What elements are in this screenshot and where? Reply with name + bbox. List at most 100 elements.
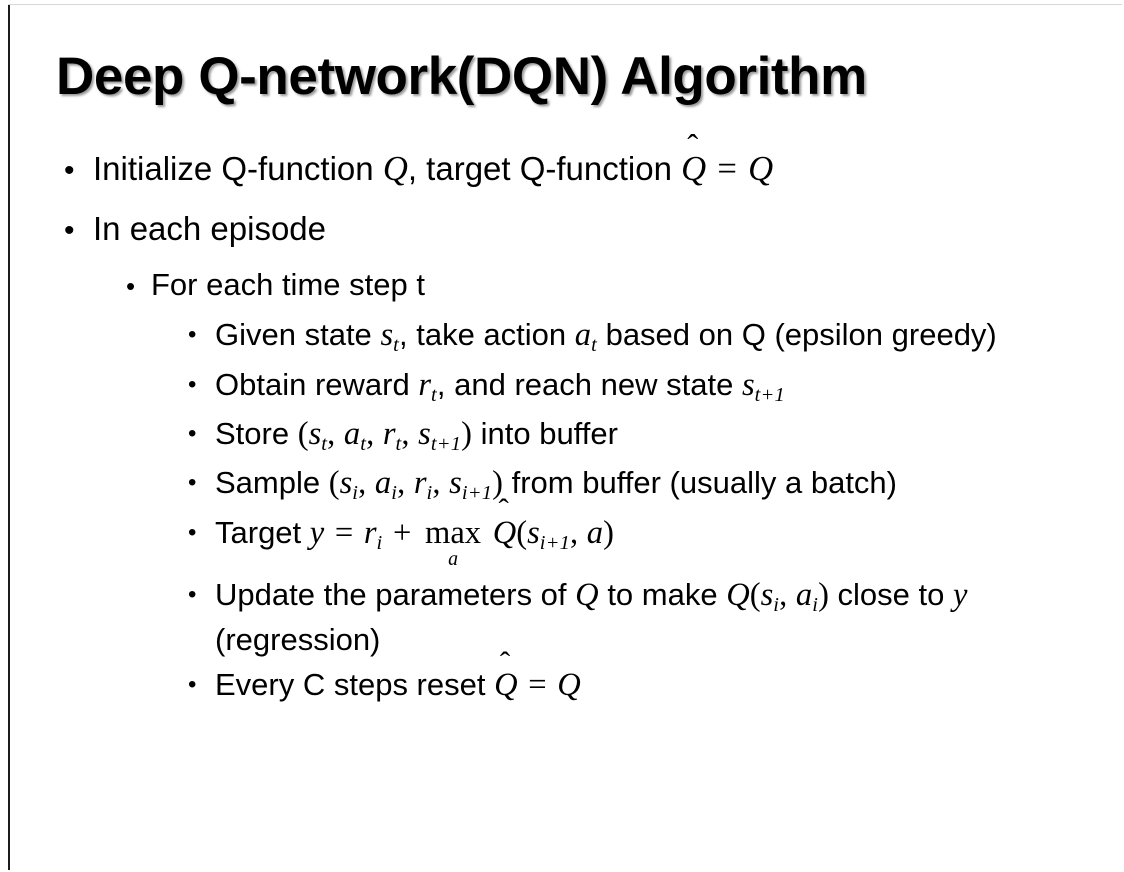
math-var-a: a	[586, 514, 604, 551]
math-var-s: s	[449, 465, 462, 502]
bullet-text-update: Update the parameters of Q to make Q(si,…	[215, 574, 1095, 661]
math-var-s: s	[418, 415, 431, 452]
math-sub-i-plus-1: i+1	[539, 531, 571, 554]
text-fragment: to make	[607, 576, 718, 612]
math-var-q-hat: Q	[493, 512, 517, 555]
math-comma: ,	[397, 465, 406, 502]
math-max-label: max	[425, 514, 482, 551]
list-item: • Initialize Q-function Q, target Q-func…	[0, 148, 1124, 192]
bullet-dot-icon: •	[188, 580, 197, 608]
math-sub-t-plus-1: t+1	[430, 433, 462, 456]
math-var-a: a	[374, 465, 392, 502]
bullet-text-store: Store (st, at, rt, st+1) into buffer	[215, 413, 1095, 458]
math-paren-open: (	[516, 514, 528, 551]
list-item: • For each time step t	[0, 265, 1124, 304]
math-paren-close: )	[461, 415, 472, 452]
math-sub-t: t	[431, 383, 437, 406]
math-var-q-2: Q	[726, 576, 750, 613]
text-fragment: Target	[215, 514, 302, 550]
bullet-text-initialize: Initialize Q-function Q, target Q-functi…	[93, 148, 1124, 192]
bullet-dot-icon: •	[188, 419, 197, 447]
text-fragment: , and reach new state	[436, 366, 734, 402]
math-paren-open: (	[749, 576, 761, 613]
text-fragment: , take action	[399, 317, 567, 353]
bullet-dot-icon: •	[188, 321, 197, 349]
math-var-r: r	[363, 514, 377, 551]
math-var-r: r	[413, 465, 427, 502]
math-var-s: s	[741, 366, 755, 403]
math-var-q: Q	[557, 667, 581, 704]
text-fragment: from buffer (usually a batch)	[511, 465, 897, 501]
math-var-y: y	[953, 576, 968, 613]
math-comma: ,	[401, 415, 410, 452]
bullet-dot-icon: •	[126, 271, 136, 302]
math-var-q: Q	[575, 576, 599, 613]
math-op-equals: =	[528, 667, 547, 704]
text-fragment: into buffer	[480, 415, 618, 451]
text-fragment: , target Q-function	[407, 150, 672, 187]
math-sub-i: i	[391, 482, 398, 505]
math-op-equals: =	[717, 150, 737, 188]
math-var-y: y	[309, 514, 325, 551]
bullet-dot-icon: •	[64, 213, 75, 247]
bullet-text-given-state: Given state st, take action at based on …	[215, 314, 1095, 359]
text-fragment: based on Q (epsilon greedy)	[605, 317, 997, 353]
math-max-limit-a: a	[448, 548, 459, 571]
bullet-dot-icon: •	[188, 671, 197, 699]
math-var-r: r	[418, 366, 432, 403]
math-var-s: s	[527, 514, 540, 551]
text-fragment: Every C steps reset	[215, 667, 486, 703]
math-var-r: r	[382, 415, 396, 452]
list-item: • Obtain reward rt, and reach new state …	[0, 364, 1124, 409]
math-var-s: s	[339, 465, 353, 502]
list-item: • In each episode	[0, 208, 1124, 250]
math-op-plus: +	[393, 514, 412, 551]
text-fragment: Initialize Q-function	[93, 150, 374, 187]
math-sub-t: t	[360, 433, 367, 456]
math-sub-i: i	[773, 594, 780, 617]
math-comma: ,	[432, 465, 441, 502]
bullet-dot-icon: •	[188, 370, 197, 398]
math-var-q: Q	[382, 150, 408, 188]
math-var-q-hat: Q	[681, 148, 706, 192]
math-sub-i: i	[352, 482, 359, 505]
list-item: • Given state st, take action at based o…	[0, 314, 1124, 359]
math-var-s: s	[760, 576, 774, 613]
math-op-equals: =	[334, 514, 354, 551]
math-sub-i-plus-1: i+1	[461, 482, 493, 505]
bullet-text-in-each-episode: In each episode	[93, 209, 327, 247]
math-var-q-2: Q	[748, 150, 774, 188]
math-sub-t: t	[395, 433, 402, 456]
list-item: • Store (st, at, rt, st+1) into buffer	[0, 413, 1124, 458]
bullet-list: • Initialize Q-function Q, target Q-func…	[0, 148, 1124, 712]
math-sub-i: i	[426, 482, 433, 505]
math-comma: ,	[327, 415, 336, 452]
math-sub-t: t	[321, 433, 328, 456]
math-paren-open: (	[328, 465, 340, 502]
bullet-text-obtain-reward: Obtain reward rt, and reach new state st…	[215, 364, 1095, 409]
math-var-q-hat: Q	[494, 664, 518, 707]
math-var-a: a	[795, 576, 813, 613]
math-sub-i: i	[376, 531, 383, 554]
bullet-dot-icon: •	[188, 469, 197, 497]
math-paren-close: )	[603, 514, 614, 551]
bullet-text-for-each-time-step: For each time step t	[151, 267, 425, 303]
slide-top-edge-rule	[8, 4, 1122, 5]
bullet-text-every-c-steps: Every C steps reset Q = Q	[215, 664, 1095, 707]
text-fragment: close to	[837, 576, 945, 612]
math-paren-open: (	[297, 415, 309, 452]
math-paren-close: )	[492, 465, 503, 502]
math-var-a: a	[343, 415, 361, 452]
math-comma: ,	[570, 514, 579, 551]
math-sub-t: t	[393, 334, 399, 357]
slide-left-edge-rule	[8, 4, 10, 870]
list-item: • Update the parameters of Q to make Q(s…	[0, 574, 1124, 661]
math-paren-close: )	[818, 576, 829, 613]
math-comma: ,	[366, 415, 375, 452]
math-var-s: s	[380, 317, 394, 354]
list-item: • Sample (si, ai, ri, si+1) from buffer …	[0, 462, 1124, 507]
math-comma: ,	[779, 576, 788, 613]
